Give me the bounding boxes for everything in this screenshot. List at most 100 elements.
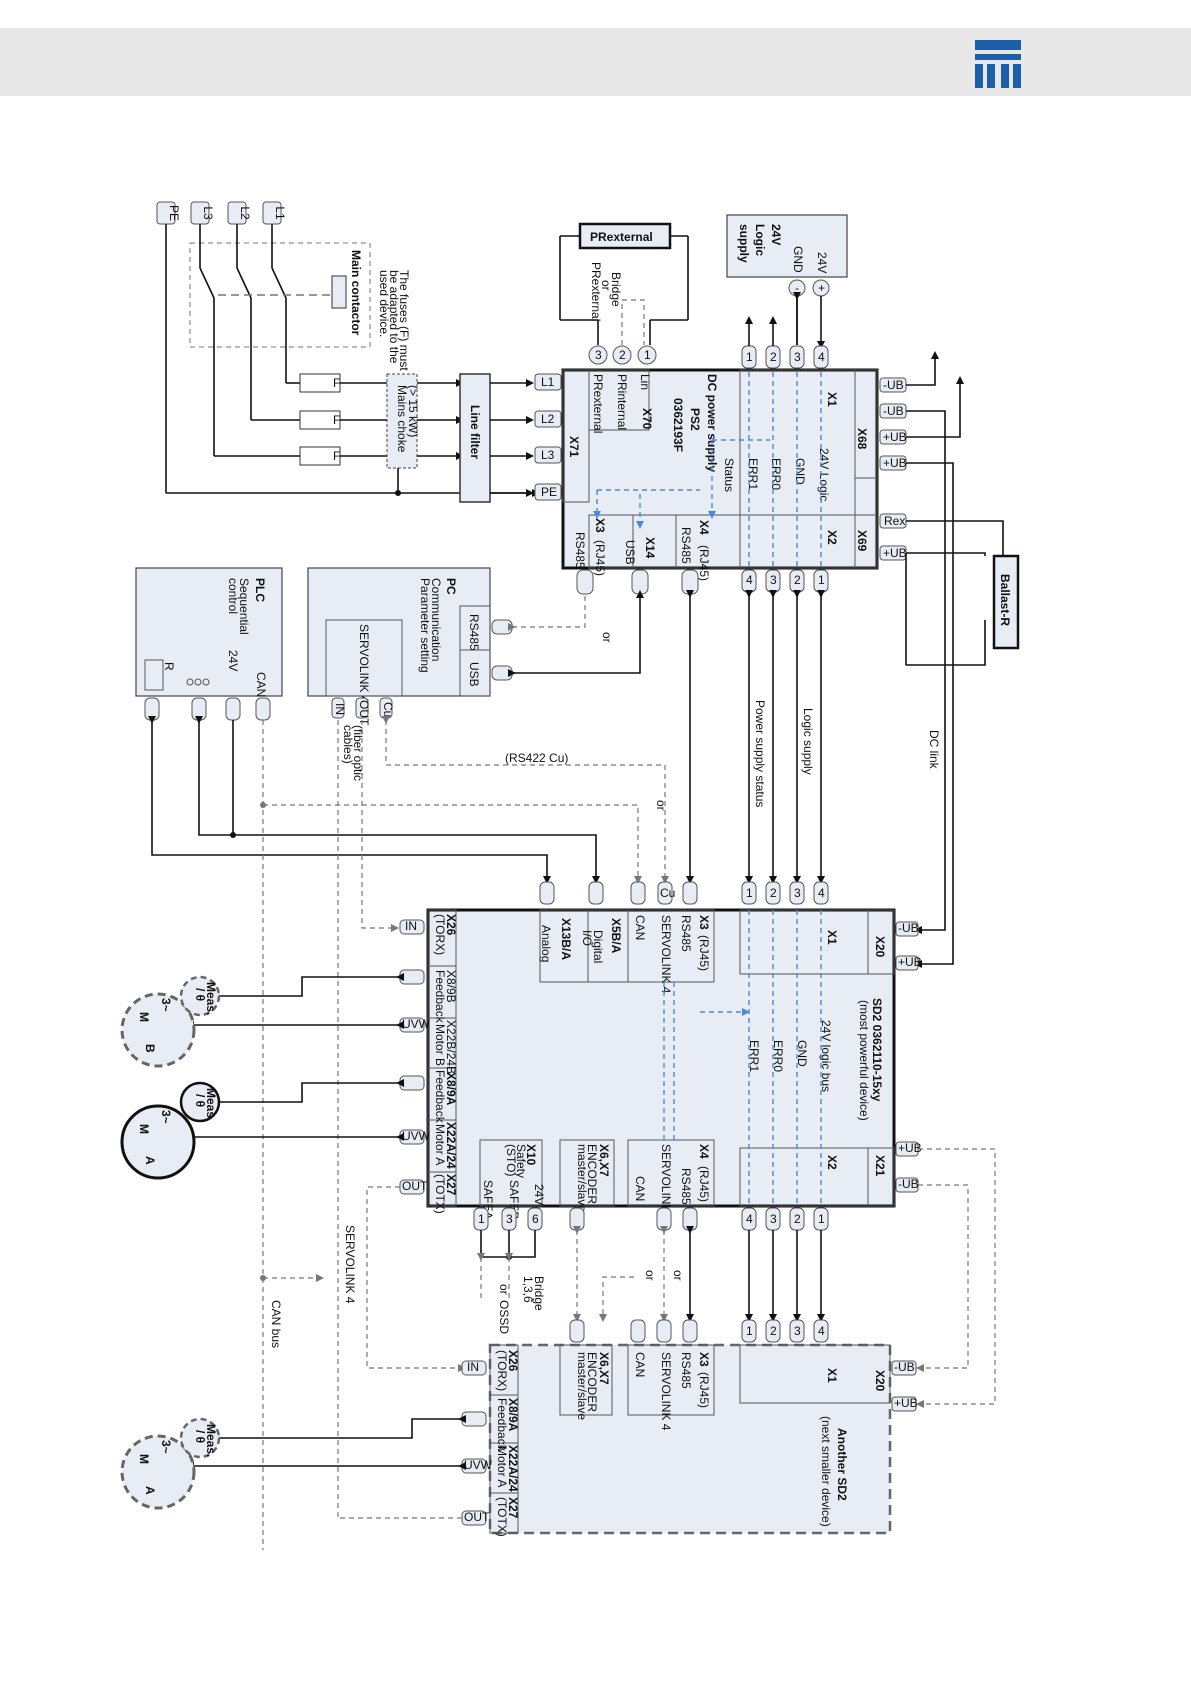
svg-text:IN: IN	[405, 919, 417, 933]
svg-text:GND: GND	[791, 246, 805, 273]
svg-text:Rex: Rex	[884, 514, 905, 528]
svg-text:CAN bus: CAN bus	[269, 1300, 283, 1348]
svg-text:X68: X68	[855, 428, 869, 450]
svg-text:L1: L1	[541, 375, 555, 389]
svg-text:X8/9A: X8/9A	[444, 1072, 458, 1106]
svg-text:X26: X26	[444, 914, 458, 936]
svg-text:/ θ: / θ	[193, 988, 207, 1001]
svg-text:-UB: -UB	[883, 378, 904, 392]
svg-text:OUT: OUT	[357, 700, 371, 726]
svg-text:or: or	[654, 800, 668, 811]
svg-text:3: 3	[770, 1212, 777, 1226]
sd2-dc-terminals: -UB +UB +UB -UB	[895, 921, 996, 1408]
svg-text:M: M	[137, 1454, 151, 1464]
svg-text:be adapted to the: be adapted to the	[387, 270, 401, 364]
svg-text:or: or	[599, 280, 613, 291]
plc-pc-wiring: (RS422 Cu) (fiber optic cables) SERVOLIN…	[148, 716, 669, 1550]
line-filter-label: Line filter	[468, 405, 482, 459]
svg-text:3~: 3~	[159, 1110, 173, 1124]
mains-wiring: F F F Mains choke (> 15 kW) Line filter	[165, 224, 540, 503]
svg-text:Feedback: Feedback	[433, 1070, 447, 1124]
svg-text:1: 1	[746, 886, 753, 900]
svg-text:X27: X27	[506, 1497, 520, 1519]
svg-text:(> 15 kW): (> 15 kW)	[406, 385, 420, 437]
svg-text:X26: X26	[506, 1350, 520, 1372]
svg-text:3: 3	[770, 573, 777, 587]
svg-text:Meas.: Meas.	[204, 1088, 218, 1121]
svg-text:X4: X4	[697, 1144, 711, 1159]
svg-text:RS485: RS485	[467, 614, 481, 651]
plc-title: PLC	[253, 578, 267, 602]
svg-text:/ θ: / θ	[193, 1094, 207, 1107]
svg-text:Cu: Cu	[381, 702, 395, 717]
svg-text:(RS422 Cu): (RS422 Cu)	[505, 751, 568, 765]
svg-text:B: B	[143, 1044, 157, 1053]
svg-text:master/slave: master/slave	[575, 1144, 589, 1212]
svg-text:ENCODER: ENCODER	[585, 1144, 599, 1204]
svg-text:1,3,6: 1,3,6	[521, 1276, 535, 1303]
svg-text:UVW: UVW	[464, 1458, 493, 1472]
svg-text:-UB: -UB	[894, 1360, 915, 1374]
svg-text:-: -	[795, 281, 799, 295]
ballast-label: Ballast-R	[998, 574, 1012, 626]
company-logo	[975, 40, 1021, 88]
svg-text:PRexternal: PRexternal	[591, 374, 605, 433]
svg-text:X27: X27	[444, 1174, 458, 1196]
svg-text:GND: GND	[793, 458, 807, 485]
svg-text:Power supply status: Power supply status	[753, 700, 767, 807]
svg-text:3: 3	[794, 350, 801, 364]
svg-text:(RJ45): (RJ45)	[697, 1166, 711, 1202]
svg-text:Feedback: Feedback	[495, 1398, 509, 1452]
svg-text:X8/9A: X8/9A	[506, 1398, 520, 1432]
svg-text:I/O: I/O	[580, 930, 594, 946]
svg-text:X8/9B: X8/9B	[444, 970, 458, 1003]
svg-text:F: F	[333, 376, 340, 390]
svg-text:Motor A: Motor A	[433, 1124, 447, 1165]
svg-text:A: A	[143, 1156, 157, 1165]
motor-another-a: 3~ M A Meas. / θ	[120, 1417, 221, 1510]
svg-text:+UB: +UB	[883, 430, 907, 444]
ps2-mains-pins: L1 L2 L3 PE	[534, 373, 562, 501]
svg-text:SERVOLINK 4: SERVOLINK 4	[343, 1225, 357, 1304]
svg-text:Meas.: Meas.	[204, 982, 218, 1015]
svg-text:IN: IN	[467, 1360, 479, 1374]
svg-text:A: A	[143, 1486, 157, 1495]
svg-text:Logic: Logic	[753, 224, 767, 256]
svg-text:CAN: CAN	[254, 672, 268, 697]
svg-text:RS485: RS485	[679, 915, 693, 952]
svg-text:24V: 24V	[226, 650, 240, 671]
svg-text:L2: L2	[541, 412, 555, 426]
motor-b: 3~ M B Meas. / θ	[120, 975, 221, 1068]
bus-sd2-to-another: 4 3 2 1 or or	[573, 1207, 829, 1322]
svg-text:PRexternal: PRexternal	[589, 262, 603, 321]
svg-text:/ θ: / θ	[193, 1430, 207, 1443]
svg-text:3: 3	[595, 348, 602, 362]
svg-text:4: 4	[746, 1212, 753, 1226]
svg-text:SERVOLINK 4: SERVOLINK 4	[659, 1352, 673, 1431]
svg-text:or: or	[600, 632, 614, 643]
svg-text:Safety: Safety	[514, 1144, 528, 1178]
svg-text:(RJ45): (RJ45)	[593, 540, 607, 576]
svg-text:OSSD: OSSD	[497, 1300, 511, 1334]
main-contactor: Main contactor The fuses (F) must be ada…	[189, 224, 411, 371]
svg-text:3: 3	[506, 1212, 513, 1226]
svg-text:+UB: +UB	[898, 1141, 922, 1155]
svg-text:ERR1: ERR1	[747, 1040, 761, 1072]
svg-text:X3: X3	[697, 915, 711, 930]
svg-text:ERR0: ERR0	[769, 458, 783, 490]
svg-text:PRinternal: PRinternal	[615, 374, 629, 430]
svg-text:OUT: OUT	[402, 1179, 428, 1193]
svg-text:DC link: DC link	[927, 730, 941, 770]
svg-text:USB: USB	[467, 662, 481, 687]
svg-text:M: M	[137, 1012, 151, 1022]
svg-text:1: 1	[746, 350, 753, 364]
svg-text:4: 4	[818, 350, 825, 364]
svg-text:PE: PE	[541, 485, 557, 499]
svg-text:CAN: CAN	[633, 915, 647, 940]
svg-text:supply: supply	[737, 224, 751, 263]
svg-text:SERVOLINK 4: SERVOLINK 4	[659, 1144, 673, 1223]
svg-text:2: 2	[770, 350, 777, 364]
svg-text:1: 1	[478, 1212, 485, 1226]
svg-text:(TORX): (TORX)	[433, 914, 447, 955]
plc-block: PLC Sequential control 24V CAN R	[135, 567, 283, 721]
